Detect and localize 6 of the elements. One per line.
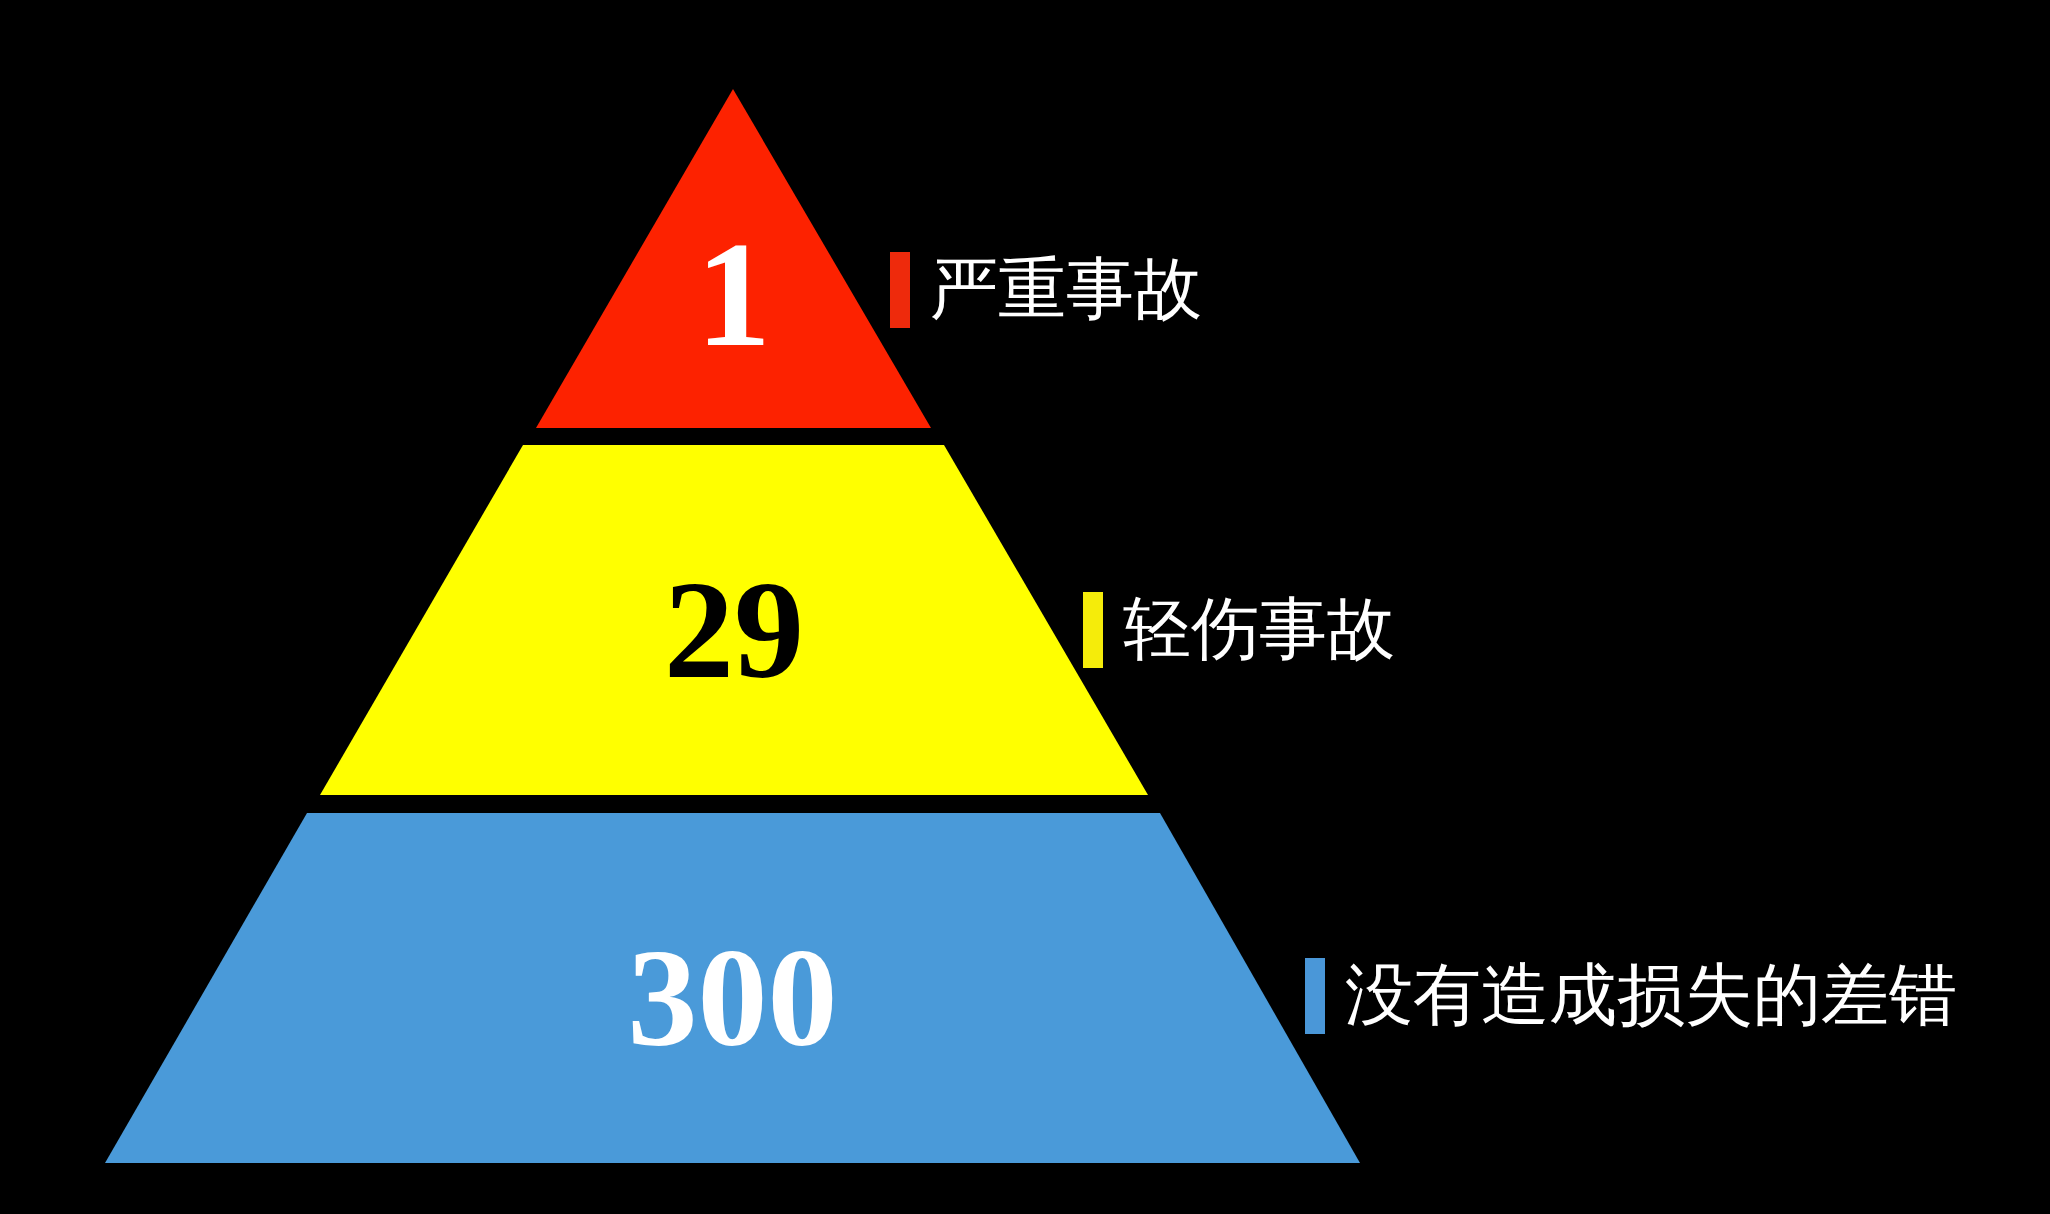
layer-number: 29 — [663, 560, 805, 700]
layer-number: 1 — [695, 219, 772, 369]
layer-number: 300 — [626, 928, 839, 1068]
legend-label: 轻伤事故 — [1123, 588, 1395, 670]
legend-label: 严重事故 — [930, 248, 1202, 330]
legend-label: 没有造成损失的差错 — [1345, 954, 1957, 1036]
